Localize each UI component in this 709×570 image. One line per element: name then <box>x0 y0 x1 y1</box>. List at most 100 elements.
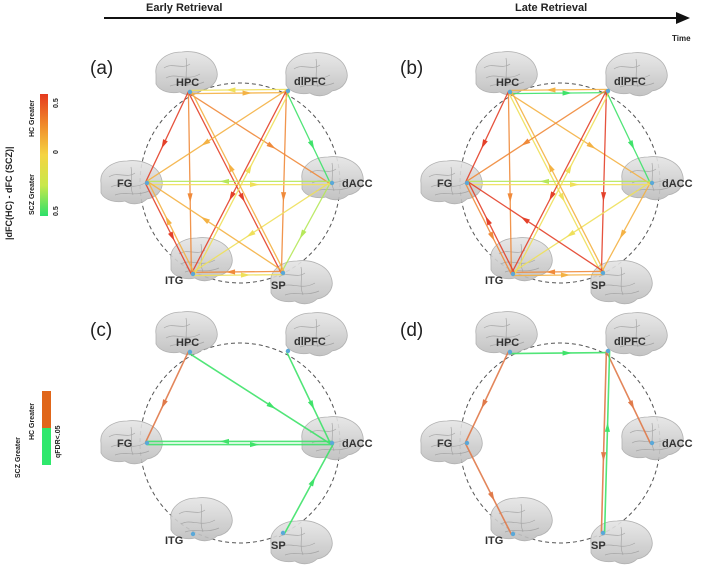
hpc-brain-image <box>155 51 218 96</box>
itg-brain-image <box>170 497 233 542</box>
dacc-brain-image <box>621 156 684 201</box>
sp-node-marker <box>280 270 286 276</box>
dlpfc-node-marker <box>605 348 611 354</box>
sp-node-marker <box>600 270 606 276</box>
itg-node-marker <box>190 271 196 277</box>
legend-bottom-sig-label: qFDR<.05 <box>55 425 62 458</box>
edge-itg-to-sp <box>192 272 284 278</box>
hpc-node-label: HPC <box>496 337 519 349</box>
edge-fg-to-itg <box>144 183 193 276</box>
legend-bottom-scz-label: SCZ Greater <box>15 437 22 478</box>
fg-node-label: FG <box>437 178 452 190</box>
fg-brain-image <box>420 160 483 205</box>
panel-letter-c: (c) <box>90 320 112 341</box>
itg-node-label: ITG <box>165 535 183 547</box>
dacc-node-marker <box>329 440 335 446</box>
edge-hpc-to-dacc <box>188 92 332 185</box>
dacc-node-marker <box>649 180 655 186</box>
edge-hpc-to-dacc <box>188 352 332 446</box>
edge-hpc-to-itg <box>187 91 193 275</box>
edge-dlpfc-to-fg <box>145 89 288 183</box>
fg-node-marker <box>464 440 470 446</box>
edge-dacc-to-fg <box>466 178 653 184</box>
itg-node-marker <box>510 271 516 277</box>
fg-node-marker <box>144 180 150 186</box>
dacc-node-label: dACC <box>342 438 373 450</box>
edge-fg-to-itg <box>464 183 513 276</box>
edge-sp-to-hpc <box>190 90 286 273</box>
hpc-brain-image <box>475 311 538 356</box>
hpc-node-marker <box>507 89 513 95</box>
edge-sp-to-fg <box>147 181 285 273</box>
edge-hpc-to-dlpfc <box>189 90 289 96</box>
edge-dlpfc-to-hpc <box>509 87 609 93</box>
edge-hpc-to-sp <box>187 92 283 275</box>
dlpfc-node-marker <box>285 88 291 94</box>
legend-top-tick-top: 0.5 <box>53 98 60 108</box>
sp-node-marker <box>280 530 286 536</box>
itg-node-label: ITG <box>485 535 503 547</box>
hpc-brain-image <box>155 311 218 356</box>
edge-dacc-to-fg <box>146 178 333 184</box>
sp-node-marker <box>600 530 606 536</box>
edge-dacc-to-fg <box>146 438 333 444</box>
edge-hpc-to-dlpfc <box>509 90 609 96</box>
dlpfc-brain-image <box>605 312 668 357</box>
edge-hpc-to-dlpfc <box>509 350 609 356</box>
legend-top-colorbar <box>40 94 48 216</box>
edge-fg-to-dacc <box>146 442 333 448</box>
legend-bottom: SCZ Greater HC Greater qFDR<.05 <box>15 391 62 478</box>
hpc-node-marker <box>507 349 513 355</box>
dacc-node-marker <box>649 440 655 446</box>
edge-hpc-to-sp <box>507 92 603 275</box>
time-axis: Early Retrieval Late Retrieval Time <box>104 2 691 43</box>
sp-node-label: SP <box>271 280 286 292</box>
edge-hpc-to-dacc <box>508 92 652 185</box>
fg-node-label: FG <box>437 438 452 450</box>
edge-hpc-to-fg <box>464 90 510 183</box>
fg-brain-image <box>100 420 163 465</box>
hpc-node-label: HPC <box>496 77 519 89</box>
hpc-node-label: HPC <box>176 337 199 349</box>
dlpfc-node-label: dlPFC <box>294 336 326 348</box>
sp-node-label: SP <box>591 280 606 292</box>
dacc-node-marker <box>329 180 335 186</box>
legend-top-hc-label: HC Greater <box>29 100 36 137</box>
edge-sp-to-dlpfc <box>603 350 611 534</box>
edge-hpc-to-fg <box>144 350 190 444</box>
edge-dacc-to-sp <box>600 181 652 273</box>
dacc-node-label: dACC <box>342 178 373 190</box>
edge-dlpfc-to-sp <box>600 350 608 534</box>
legend-top-tick-mid: 0 <box>53 150 60 154</box>
sp-node-label: SP <box>591 540 606 552</box>
sp-node-label: SP <box>271 540 286 552</box>
edge-itg-to-fg <box>147 181 196 274</box>
edge-sp-to-fg <box>467 181 605 273</box>
fg-node-marker <box>464 180 470 186</box>
early-retrieval-label: Early Retrieval <box>146 2 222 14</box>
dacc-brain-image <box>301 416 364 461</box>
panel-letter-d: (d) <box>400 320 423 341</box>
hpc-node-marker <box>187 89 193 95</box>
fg-node-marker <box>144 440 150 446</box>
dacc-node-label: dACC <box>662 438 693 450</box>
edge-fg-to-itg <box>464 442 513 536</box>
edge-dlpfc-to-dacc <box>285 350 332 445</box>
edge-hpc-to-itg <box>507 91 513 275</box>
edge-dlpfc-to-hpc <box>189 87 289 93</box>
itg-node-label: ITG <box>485 275 503 287</box>
fg-brain-image <box>100 160 163 205</box>
dlpfc-node-marker <box>285 348 291 354</box>
edge-itg-to-dlpfc <box>513 91 611 276</box>
edge-dacc-to-sp <box>280 181 332 273</box>
edge-hpc-to-fg <box>464 350 510 444</box>
dlpfc-node-label: dlPFC <box>614 76 646 88</box>
dacc-node-label: dACC <box>662 178 693 190</box>
legend-bottom-hc-label: HC Greater <box>29 403 36 440</box>
edge-dlpfc-to-dacc <box>605 350 652 445</box>
legend-top-title: |dFC(HC) - dFC (SCZ)| <box>4 146 14 240</box>
